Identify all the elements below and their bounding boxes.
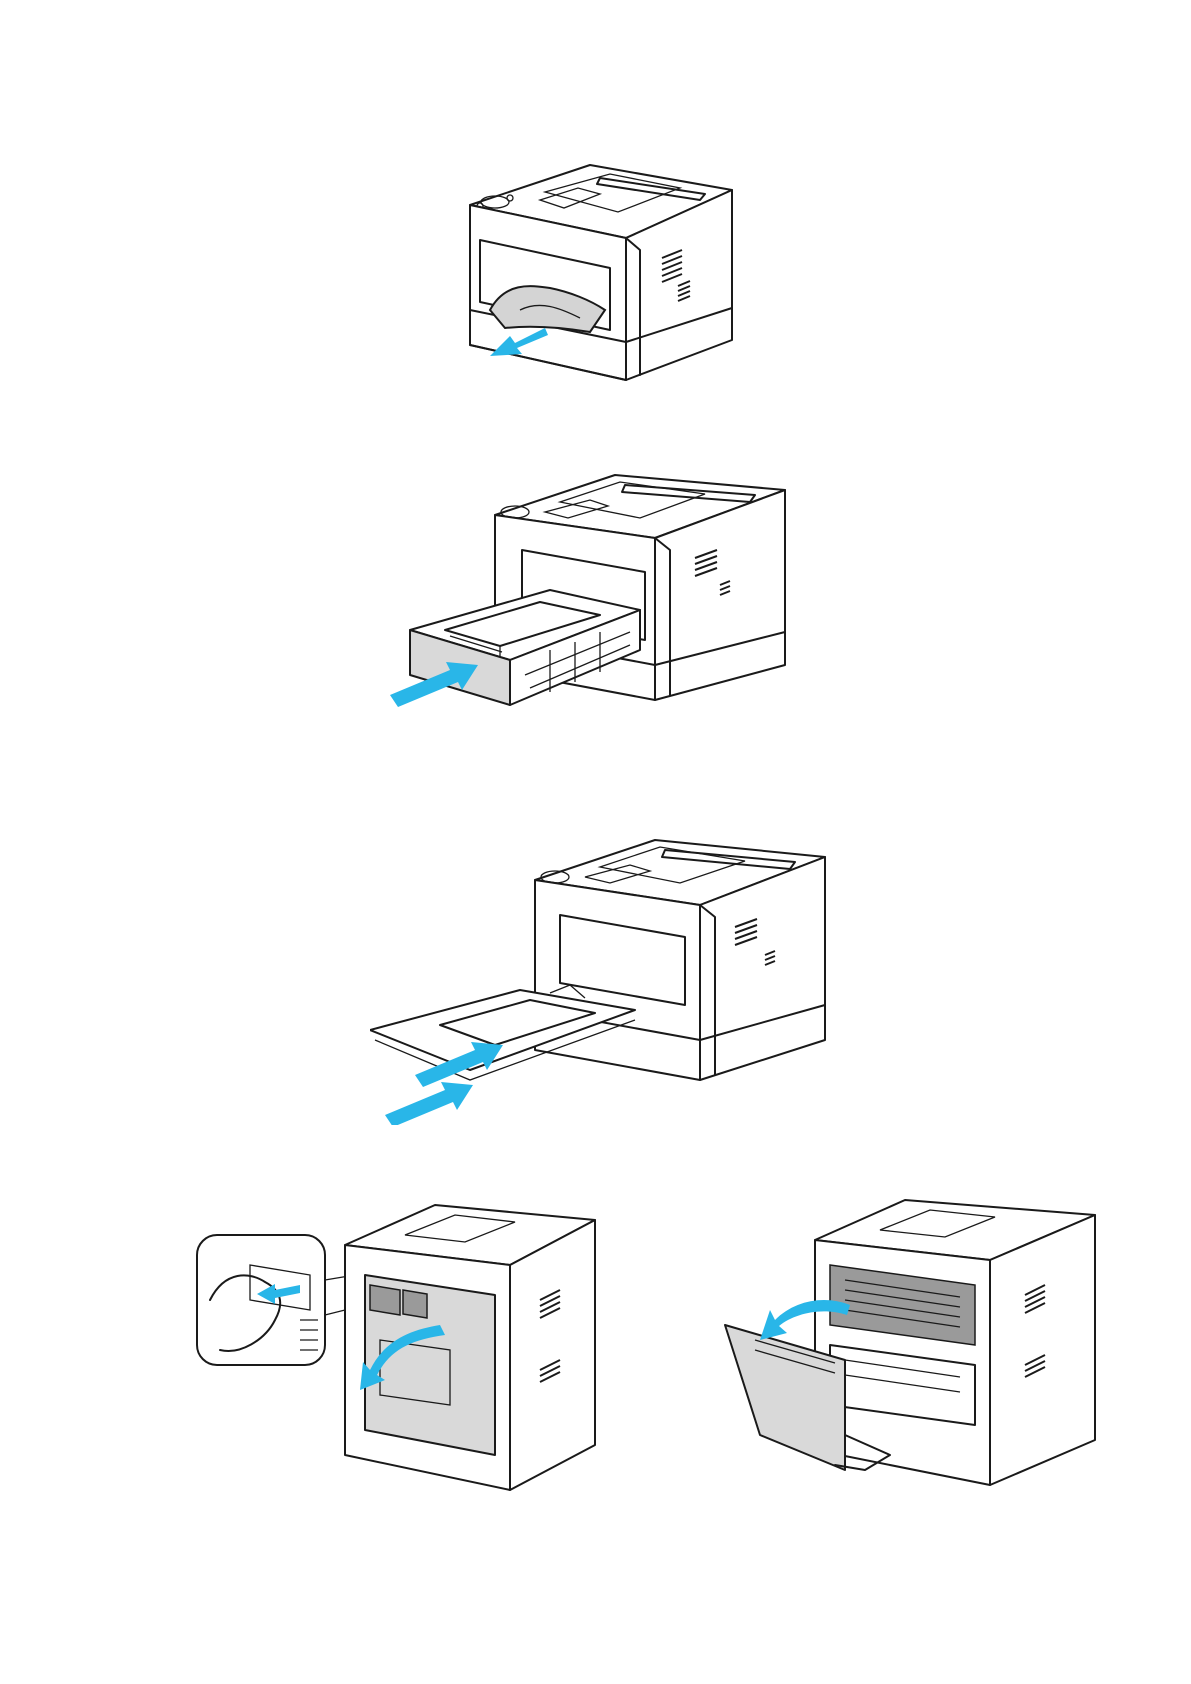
printer-tray-insert-illustration [390,460,790,755]
figure-rear-door-open-fuser [715,1185,1105,1505]
printer-side [990,1215,1095,1485]
figure-remove-jammed-paper [450,160,750,410]
printer-fuser-illustration [715,1185,1105,1505]
printer-side [510,1220,595,1490]
printer-rear-door-illustration [195,1190,625,1500]
printer-bypass-tray-illustration [370,835,840,1125]
figure-insert-tray [390,460,790,755]
inset-latch-detail [197,1235,325,1365]
push-in-arrow-icon [385,1082,473,1125]
figure-insert-bypass-tray [370,835,840,1125]
printer-front-jam-illustration [450,160,750,410]
figure-open-rear-door [195,1190,625,1500]
rear-door-latch[interactable] [370,1285,400,1315]
